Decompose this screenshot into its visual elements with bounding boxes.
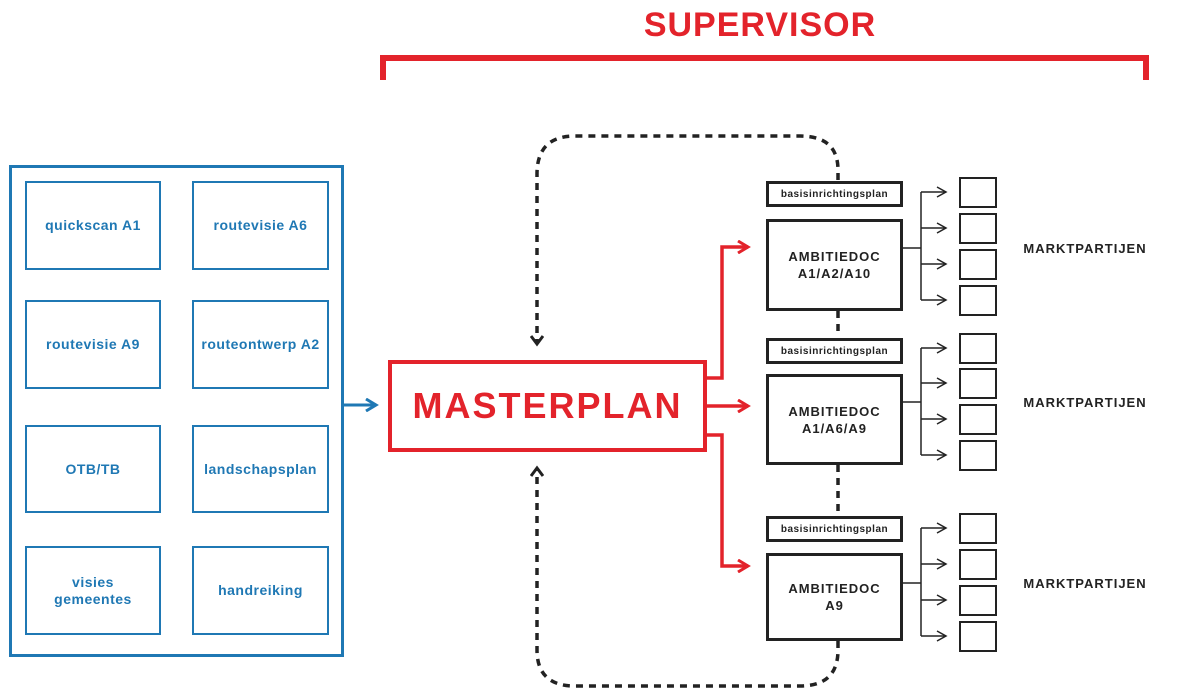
market-slot-3-2 — [959, 549, 997, 580]
masterplan-label: MASTERPLAN — [412, 385, 683, 426]
market-slot-3-3 — [959, 585, 997, 616]
marktpartijen-label-2: MARKTPARTIJEN — [1023, 395, 1147, 410]
ambitiedoc-3-routes: A9 — [825, 598, 844, 613]
fan-group-1 — [903, 186, 948, 306]
market-slot-2-4 — [959, 440, 997, 471]
market-slot-1-1 — [959, 177, 997, 208]
masterplan-box: MASTERPLAN — [388, 360, 707, 452]
ambitiedoc-2: AMBITIEDOC A1/A6/A9 — [766, 374, 903, 465]
market-slot-1-2 — [959, 213, 997, 244]
marktpartijen-label-1: MARKTPARTIJEN — [1023, 241, 1147, 256]
supervisor-bracket — [380, 55, 1149, 80]
input-handreiking: handreiking — [192, 546, 329, 635]
feedback-loop-top — [537, 134, 840, 342]
input-landschapsplan: landschapsplan — [192, 425, 329, 513]
input-visies-gemeentes: visies gemeentes — [25, 546, 161, 635]
market-slot-2-2 — [959, 368, 997, 399]
market-slot-1-4 — [959, 285, 997, 316]
ambitiedoc-1: AMBITIEDOC A1/A2/A10 — [766, 219, 903, 311]
input-routevisie-a6: routevisie A6 — [192, 181, 329, 270]
feedback-loop-bottom — [537, 470, 840, 688]
market-slot-2-1 — [959, 333, 997, 364]
ambitiedoc-2-title: AMBITIEDOC — [788, 403, 881, 419]
market-slot-2-3 — [959, 404, 997, 435]
input-routeontwerp-a2: routeontwerp A2 — [192, 300, 329, 389]
input-quickscan-a1: quickscan A1 — [25, 181, 161, 270]
input-routevisie-a9: routevisie A9 — [25, 300, 161, 389]
ambitiedoc-3-title: AMBITIEDOC — [788, 581, 881, 596]
market-slot-3-1 — [959, 513, 997, 544]
ambitiedoc-1-title: AMBITIEDOC — [788, 249, 881, 264]
basisinrichtingsplan-3: basisinrichtingsplan — [766, 516, 903, 542]
ambitiedoc-3: AMBITIEDOC A9 — [766, 553, 903, 641]
inputs-panel — [9, 165, 344, 657]
supervisor-title: SUPERVISOR — [643, 6, 877, 44]
market-slot-1-3 — [959, 249, 997, 280]
market-slot-3-4 — [959, 621, 997, 652]
ambitiedoc-1-routes: A1/A2/A10 — [797, 266, 872, 281]
ambitiedoc-2-routes: A1/A6/A9 — [801, 420, 868, 436]
marktpartijen-label-3: MARKTPARTIJEN — [1023, 576, 1147, 591]
fan-group-2 — [903, 342, 948, 461]
fan-group-3 — [903, 522, 948, 642]
basisinrichtingsplan-1: basisinrichtingsplan — [766, 181, 903, 207]
input-otb-tb: OTB/TB — [25, 425, 161, 513]
basisinrichtingsplan-2: basisinrichtingsplan — [766, 338, 903, 364]
masterplan-to-amb-3 — [707, 433, 748, 566]
masterplan-to-amb-1 — [707, 247, 748, 380]
